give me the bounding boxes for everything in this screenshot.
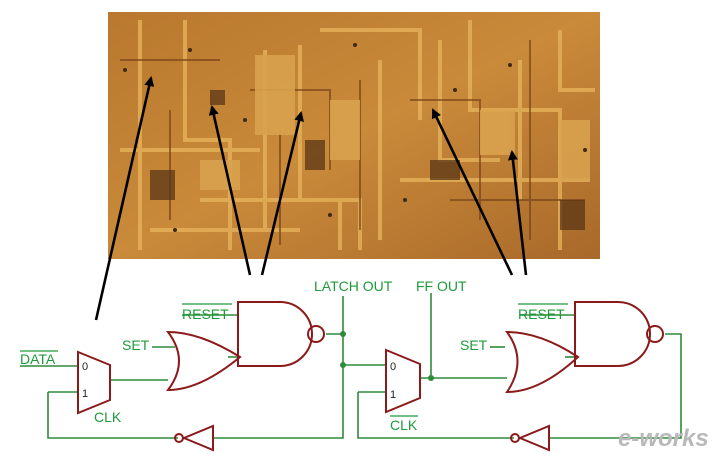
clk-label-2: CLK	[390, 417, 418, 433]
wire-junctions	[340, 331, 434, 381]
inverter-bubble-2	[510, 433, 520, 443]
inverter-1	[181, 424, 214, 452]
inverter-bubble-1	[174, 433, 184, 443]
chip-die-photo	[108, 12, 600, 259]
wires	[20, 293, 682, 439]
mux-2	[385, 348, 421, 414]
set-label-1: SET	[122, 337, 150, 353]
clk-label-1: CLK	[94, 409, 122, 425]
mux1-input-1: 1	[82, 388, 88, 400]
watermark-logo: e-works	[618, 425, 709, 452]
mux-1	[77, 350, 111, 415]
nand-bubble-2	[646, 325, 664, 343]
nand-gate-1	[237, 301, 313, 367]
arrow-or2	[431, 108, 514, 276]
mux2-input-0: 0	[390, 361, 396, 373]
arrow-mux1	[94, 76, 155, 321]
nand-gate-2	[574, 301, 651, 367]
latch-out-label: LATCH OUT	[314, 278, 393, 294]
pointer-arrows	[94, 76, 528, 321]
set-label-2: SET	[460, 337, 488, 353]
or-gate-2	[505, 330, 580, 394]
inverter-2	[517, 424, 550, 452]
data-label: DATA	[20, 351, 56, 367]
reset-label-1: RESET	[182, 306, 229, 322]
arrow-nand2	[507, 150, 528, 276]
ff-out-label: FF OUT	[416, 278, 467, 294]
or-gate-1	[165, 330, 242, 392]
reset-label-2: RESET	[518, 306, 565, 322]
mux2-input-1: 1	[390, 389, 396, 401]
nand-bubble-1	[307, 325, 325, 343]
arrow-or1	[208, 105, 252, 276]
arrow-nand1	[260, 111, 304, 276]
mux1-input-0: 0	[82, 361, 88, 373]
